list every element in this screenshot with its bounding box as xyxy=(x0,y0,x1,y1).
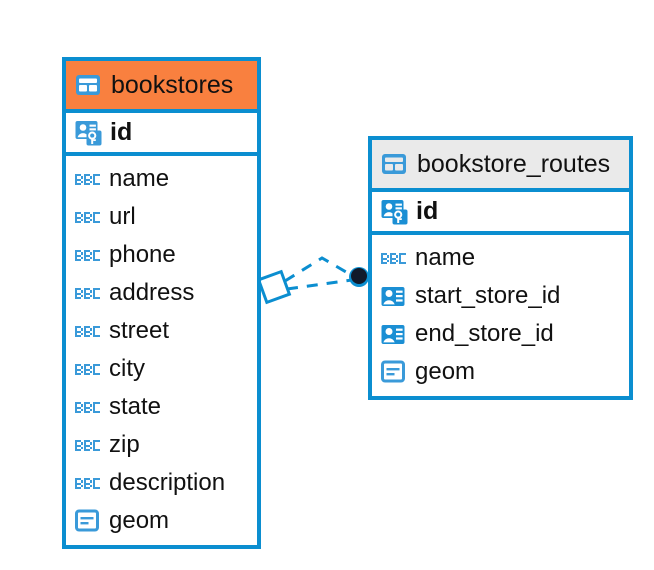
entity-header-bookstore-routes[interactable]: bookstore_routes xyxy=(372,140,629,188)
field-list-bookstore-routes: name start_store_id xyxy=(372,235,629,396)
field-label: name xyxy=(109,165,170,192)
entity-header-bookstores[interactable]: bookstores xyxy=(66,61,257,109)
abc-text-icon xyxy=(75,172,100,187)
field-row[interactable]: name xyxy=(66,160,257,198)
entity-bookstore-routes[interactable]: bookstore_routes id xyxy=(368,136,633,400)
field-label: url xyxy=(109,203,136,230)
primary-key-label: id xyxy=(416,197,439,225)
relationship-line-upper xyxy=(284,256,354,283)
field-row[interactable]: state xyxy=(66,388,257,426)
field-row[interactable]: zip xyxy=(66,426,257,464)
field-row[interactable]: name xyxy=(372,239,629,277)
geometry-icon xyxy=(381,360,406,384)
abc-text-icon xyxy=(75,476,100,491)
abc-text-icon xyxy=(75,210,100,225)
circle-endpoint-ring xyxy=(349,267,369,287)
table-icon xyxy=(381,153,407,175)
foreign-key-icon xyxy=(381,324,406,345)
field-label: zip xyxy=(109,431,140,458)
circle-endpoint-icon xyxy=(351,268,367,284)
entity-title: bookstores xyxy=(111,70,234,99)
field-row[interactable]: url xyxy=(66,198,257,236)
field-row[interactable]: phone xyxy=(66,236,257,274)
field-row[interactable]: address xyxy=(66,274,257,312)
field-row[interactable]: start_store_id xyxy=(372,277,629,315)
entity-title: bookstore_routes xyxy=(417,149,611,178)
entity-bookstores[interactable]: bookstores id xyxy=(62,57,261,549)
field-list-bookstores: name xyxy=(66,156,257,545)
abc-text-icon xyxy=(75,438,100,453)
primary-key-icon xyxy=(381,199,408,225)
field-row[interactable]: street xyxy=(66,312,257,350)
diamond-endpoint-icon xyxy=(256,269,292,305)
abc-text-icon xyxy=(381,251,406,266)
field-label: description xyxy=(109,469,226,496)
field-label: street xyxy=(109,317,170,344)
field-row[interactable]: geom xyxy=(372,353,629,391)
field-row[interactable]: end_store_id xyxy=(372,315,629,353)
primary-key-row-bookstores[interactable]: id xyxy=(66,109,257,156)
foreign-key-icon xyxy=(381,286,406,307)
field-label: state xyxy=(109,393,162,420)
field-label: address xyxy=(109,279,195,306)
field-label: geom xyxy=(109,507,170,534)
field-row[interactable]: city xyxy=(66,350,257,388)
abc-text-icon xyxy=(75,324,100,339)
field-label: geom xyxy=(415,358,476,385)
geometry-icon xyxy=(75,509,100,533)
abc-text-icon xyxy=(75,286,100,301)
field-label: start_store_id xyxy=(415,282,561,309)
primary-key-label: id xyxy=(110,118,133,146)
abc-text-icon xyxy=(75,248,100,263)
field-label: city xyxy=(109,355,145,382)
abc-text-icon xyxy=(75,400,100,415)
field-label: name xyxy=(415,244,476,271)
field-row[interactable]: geom xyxy=(66,502,257,540)
field-label: phone xyxy=(109,241,176,268)
relationship-line-lower xyxy=(286,278,353,291)
primary-key-row-bookstore-routes[interactable]: id xyxy=(372,188,629,235)
field-label: end_store_id xyxy=(415,320,554,347)
table-icon xyxy=(75,74,101,96)
field-row[interactable]: description xyxy=(66,464,257,502)
primary-key-icon xyxy=(75,120,102,146)
abc-text-icon xyxy=(75,362,100,377)
